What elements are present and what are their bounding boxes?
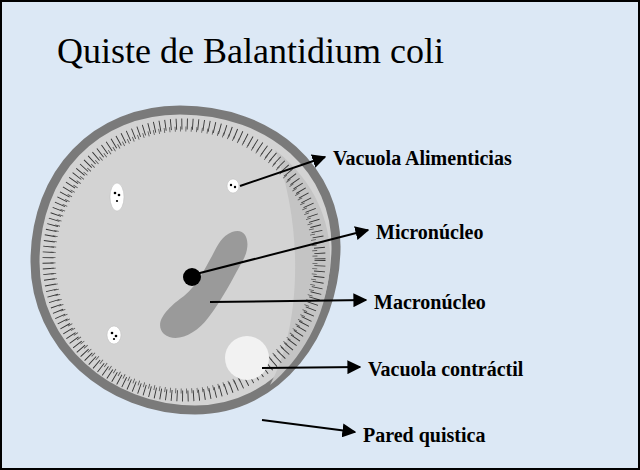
part-label: Pared quistica xyxy=(363,423,485,447)
food-vacuoles xyxy=(107,179,239,344)
part-label: Micronúcleo xyxy=(376,220,483,244)
part-label: Vacuola Alimenticias xyxy=(333,146,512,170)
contractile-vacuole xyxy=(225,336,269,380)
part-label: Vacuola contráctil xyxy=(368,357,523,381)
cyst-wall xyxy=(35,110,336,410)
part-label: Macronúcleo xyxy=(374,290,486,314)
diagram-title: Quiste de Balantidium coli xyxy=(57,30,444,72)
micronucleus xyxy=(183,268,201,286)
cilia xyxy=(53,129,315,391)
cytoplasm-shade xyxy=(270,150,330,385)
leader-lines xyxy=(196,157,368,432)
cilia xyxy=(48,124,320,396)
macronucleus xyxy=(160,231,247,338)
